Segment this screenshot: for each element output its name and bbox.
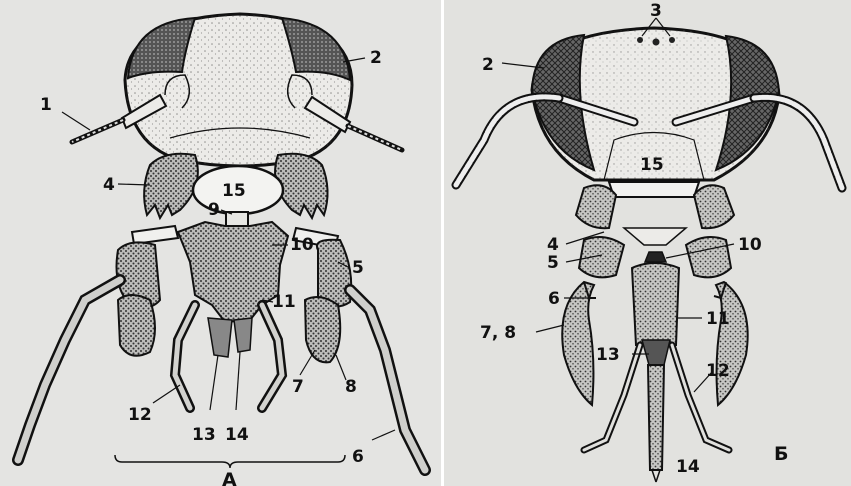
galea-right xyxy=(716,282,748,405)
caption-b: Б xyxy=(774,443,788,465)
cardo-right xyxy=(686,237,731,277)
label-glossa: 13 xyxy=(192,425,216,445)
caption-a: А xyxy=(222,469,237,486)
panel-b-drawing: 3 2 15 4 10 5 6 11 7, 8 13 12 14 Б xyxy=(444,0,851,486)
glossa xyxy=(648,365,664,470)
prementum xyxy=(632,263,679,345)
label-mandible: 4 xyxy=(103,175,115,195)
label-maxilla: 5 xyxy=(352,258,364,278)
panel-a-worker-head: 1 2 4 15 9 10 5 11 7 8 12 13 14 6 А xyxy=(0,0,441,486)
maxilla-left-galea xyxy=(118,295,155,356)
ocellus-right xyxy=(669,37,675,43)
maxilla-right-galea xyxy=(305,297,340,362)
label-labial-palp: 12 xyxy=(706,361,730,381)
panel-a-drawing: 1 2 4 15 9 10 5 11 7 8 12 13 14 6 А xyxy=(0,0,441,486)
glossa xyxy=(208,318,232,357)
mandible-right xyxy=(694,185,734,228)
label-labial-palp: 12 xyxy=(128,405,152,425)
label-galea: 7 xyxy=(292,377,304,397)
maxillary-palp-left xyxy=(18,280,120,460)
label-antenna: 1 xyxy=(40,95,52,115)
label-glossa: 14 xyxy=(676,457,700,477)
label-prementum: 11 xyxy=(706,309,730,329)
label-mandible: 4 xyxy=(547,235,559,255)
label-ocelli: 3 xyxy=(650,1,662,21)
ocellus-mid xyxy=(653,39,660,46)
ocellus-left xyxy=(637,37,643,43)
label-eye: 2 xyxy=(370,48,382,68)
label-clypeus: 15 xyxy=(640,155,664,175)
label-maxillary-palp: 6 xyxy=(352,447,364,467)
cardo-left xyxy=(132,226,178,244)
galea-left xyxy=(562,282,594,405)
label-labrum: 15 xyxy=(222,181,246,201)
label-eye: 2 xyxy=(482,55,494,75)
paraglossa xyxy=(234,318,252,352)
mandible-left xyxy=(144,154,198,218)
label-lacinia: 8 xyxy=(345,377,357,397)
label-mentum: 11 xyxy=(272,292,296,312)
mandible-left xyxy=(576,185,616,228)
label-galea: 7, 8 xyxy=(480,323,516,343)
caption-a-bracket xyxy=(115,455,345,468)
label-paraglossa: 14 xyxy=(225,425,249,445)
label-submentum: 10 xyxy=(738,235,762,255)
panel-b-bee-head: 3 2 15 4 10 5 6 11 7, 8 13 12 14 Б xyxy=(444,0,851,486)
submentum xyxy=(645,252,666,262)
cardo-left xyxy=(579,237,624,277)
paraglossa xyxy=(642,340,670,365)
label-paraglossa: 13 xyxy=(596,345,620,365)
labrum xyxy=(609,182,699,197)
label-labium-base: 10 xyxy=(290,235,314,255)
label-lacinia: 6 xyxy=(548,289,560,309)
label-cardo: 5 xyxy=(547,253,559,273)
label-stalk: 9 xyxy=(208,200,220,220)
